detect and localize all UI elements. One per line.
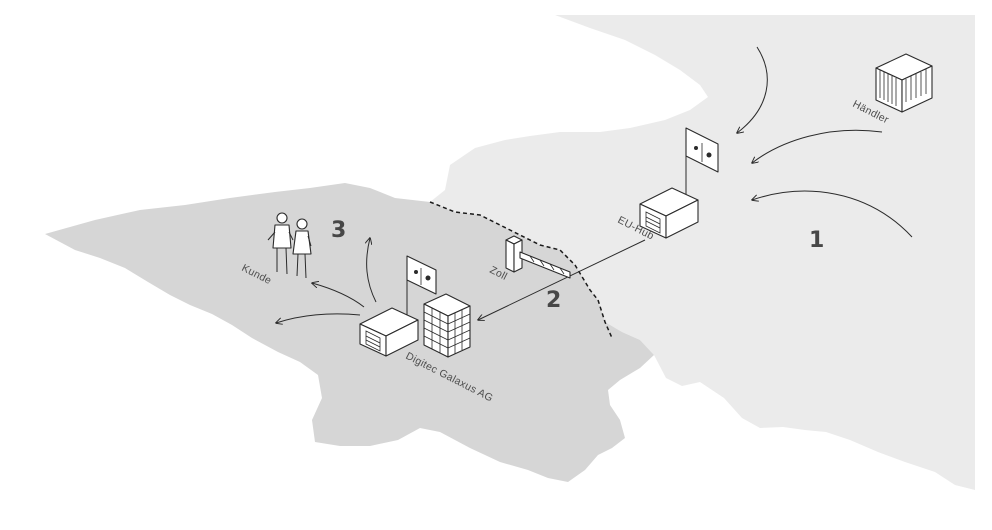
swiss-flag-icon <box>406 255 437 316</box>
digitec-warehouse-icon <box>359 307 419 357</box>
arrow-dg-kunde <box>312 283 365 308</box>
arrow-dg-up <box>367 238 377 303</box>
ch-region <box>45 183 654 482</box>
step-2-number: 2 <box>546 288 561 313</box>
border-line <box>429 201 613 339</box>
step-3-number: 3 <box>331 218 346 243</box>
arrow-in-3 <box>752 190 913 238</box>
arrow-in-1 <box>737 46 768 133</box>
step-1-number: 1 <box>809 228 824 253</box>
people-icon <box>267 212 312 279</box>
eu-hub-warehouse-icon <box>639 187 699 239</box>
shop-icon <box>875 53 933 113</box>
arrow-hub-to-dg <box>478 239 646 320</box>
arrow-in-2 <box>752 129 883 163</box>
arrow-dg-left <box>276 313 361 323</box>
barrier-icon <box>505 235 571 279</box>
parcel-locker-icon <box>423 293 471 358</box>
eu-region <box>430 15 975 490</box>
eu-flag-icon <box>685 127 719 198</box>
